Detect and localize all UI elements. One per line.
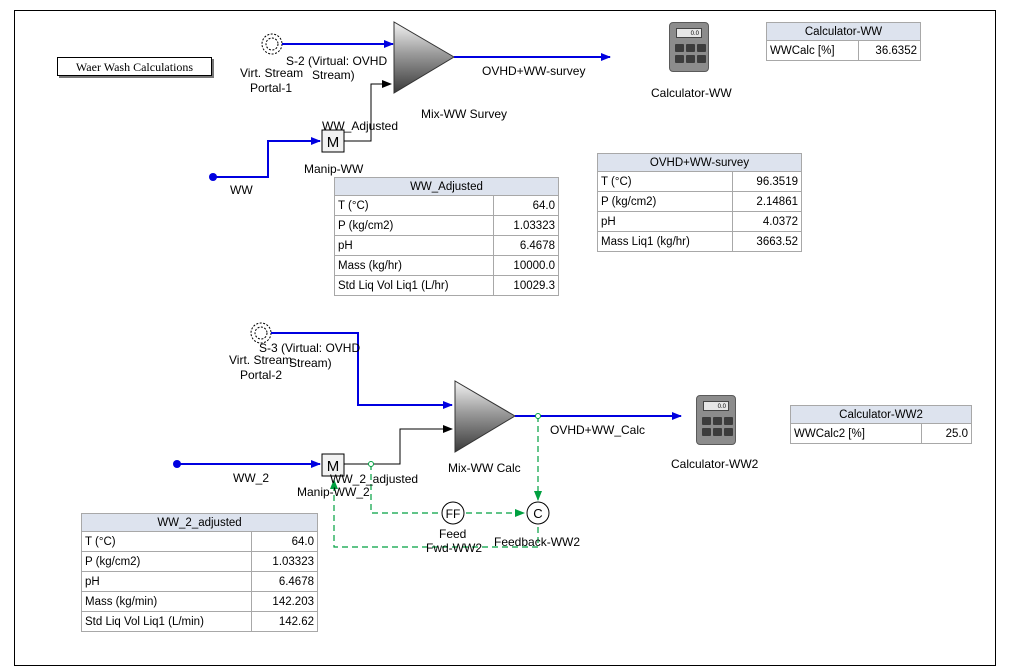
- stream-s3[interactable]: [271, 332, 453, 409]
- ww-2-adjusted-label[interactable]: WW_2_adjusted: [330, 472, 419, 486]
- table-row: WWCalc [%] 36.6352: [766, 40, 922, 61]
- manip-ww2-label[interactable]: Manip-WW_2: [297, 485, 370, 499]
- table-title: Calculator-WW2: [790, 405, 972, 424]
- s3-label-line2[interactable]: Stream): [289, 356, 332, 370]
- portal-1-icon[interactable]: [261, 33, 283, 55]
- svg-text:FF: FF: [446, 507, 461, 521]
- table-row: P (kg/cm2)2.14861: [596, 191, 802, 212]
- calculator-ww-label[interactable]: Calculator-WW: [651, 86, 732, 100]
- table-row: Mass (kg/hr)10000.0: [334, 255, 560, 276]
- table-title: Calculator-WW: [766, 22, 921, 41]
- table-ovhd-survey[interactable]: OVHD+WW-survey T (°C)96.3519 P (kg/cm2)2…: [596, 153, 802, 252]
- feedback-controller-icon[interactable]: C: [526, 501, 550, 525]
- stream-ww-2-adjusted[interactable]: [344, 425, 453, 465]
- table-row: WWCalc2 [%] 25.0: [789, 423, 972, 444]
- table-row: P (kg/cm2)1.03323: [334, 215, 560, 236]
- table-title: WW_Adjusted: [334, 177, 559, 196]
- table-title: WW_2_adjusted: [81, 513, 318, 532]
- calculator-ww-icon[interactable]: 0.0: [669, 22, 709, 72]
- stream-ww-adjusted[interactable]: [344, 80, 392, 142]
- table-row: T (°C)96.3519: [596, 171, 802, 192]
- s2-label-line1[interactable]: S-2 (Virtual: OVHD: [286, 54, 388, 68]
- portal-1-label-line2[interactable]: Portal-1: [250, 81, 293, 95]
- portal-1-label-line1[interactable]: Virt. Stream: [240, 66, 304, 80]
- portal-2-label-line2[interactable]: Portal-2: [240, 368, 283, 382]
- stream-ww[interactable]: [213, 137, 321, 178]
- svg-text:C: C: [533, 506, 542, 521]
- table-row: Std Liq Vol Liq1 (L/min)142.62: [80, 611, 318, 632]
- feed-forward-icon[interactable]: FF: [441, 501, 465, 525]
- feed-forward-label-line2[interactable]: Fwd-WW2: [426, 541, 482, 555]
- mix-calc-label[interactable]: Mix-WW Calc: [448, 461, 521, 475]
- flowsheet-title[interactable]: Waer Wash Calculations: [57, 57, 212, 76]
- svg-text:M: M: [327, 458, 340, 475]
- portal-2-label-line1[interactable]: Virt. Stream: [229, 353, 293, 367]
- table-ww-2-adjusted[interactable]: WW_2_adjusted T (°C)64.0 P (kg/cm2)1.033…: [80, 513, 318, 632]
- table-row: Mass Liq1 (kg/hr)3663.52: [596, 231, 802, 252]
- table-calculator-ww[interactable]: Calculator-WW WWCalc [%] 36.6352: [766, 22, 922, 61]
- manip-ww-icon[interactable]: M: [321, 129, 345, 153]
- flowsheet-frame: [14, 10, 996, 666]
- ovhd-calc-label[interactable]: OVHD+WW_Calc: [550, 423, 646, 437]
- ww-2-label[interactable]: WW_2: [233, 471, 269, 485]
- mix-survey-label[interactable]: Mix-WW Survey: [421, 107, 507, 121]
- table-row: Mass (kg/min)142.203: [80, 591, 318, 612]
- table-title: OVHD+WW-survey: [597, 153, 802, 172]
- ww-label[interactable]: WW: [230, 183, 253, 197]
- table-row: Std Liq Vol Liq1 (L/hr)10029.3: [334, 275, 560, 296]
- calculator-ww2-label[interactable]: Calculator-WW2: [671, 457, 759, 471]
- manip-ww2-icon[interactable]: M: [321, 453, 345, 477]
- portal-2-icon[interactable]: [250, 322, 272, 344]
- signal-lines: [330, 416, 542, 548]
- feedback-label[interactable]: Feedback-WW2: [494, 535, 581, 549]
- s3-label-line1[interactable]: S-3 (Virtual: OVHD: [259, 341, 361, 355]
- calculator-ww2-icon[interactable]: 0.0: [696, 395, 736, 445]
- svg-text:M: M: [327, 134, 340, 151]
- feed-forward-label-line1[interactable]: Feed: [439, 527, 467, 541]
- table-ww-adjusted[interactable]: WW_Adjusted T (°C)64.0 P (kg/cm2)1.03323…: [334, 177, 560, 296]
- table-row: T (°C)64.0: [334, 195, 560, 216]
- mixer-survey-icon[interactable]: [393, 21, 455, 94]
- ovhd-survey-label[interactable]: OVHD+WW-survey: [482, 64, 586, 78]
- table-row: P (kg/cm2)1.03323: [80, 551, 318, 572]
- mixer-calc-icon[interactable]: [454, 380, 516, 453]
- table-calculator-ww2[interactable]: Calculator-WW2 WWCalc2 [%] 25.0: [789, 405, 972, 444]
- ww-adjusted-label[interactable]: WW_Adjusted: [322, 119, 399, 133]
- table-row: T (°C)64.0: [80, 531, 318, 552]
- manip-ww-label[interactable]: Manip-WW: [304, 162, 364, 176]
- s2-label-line2[interactable]: Stream): [312, 68, 355, 82]
